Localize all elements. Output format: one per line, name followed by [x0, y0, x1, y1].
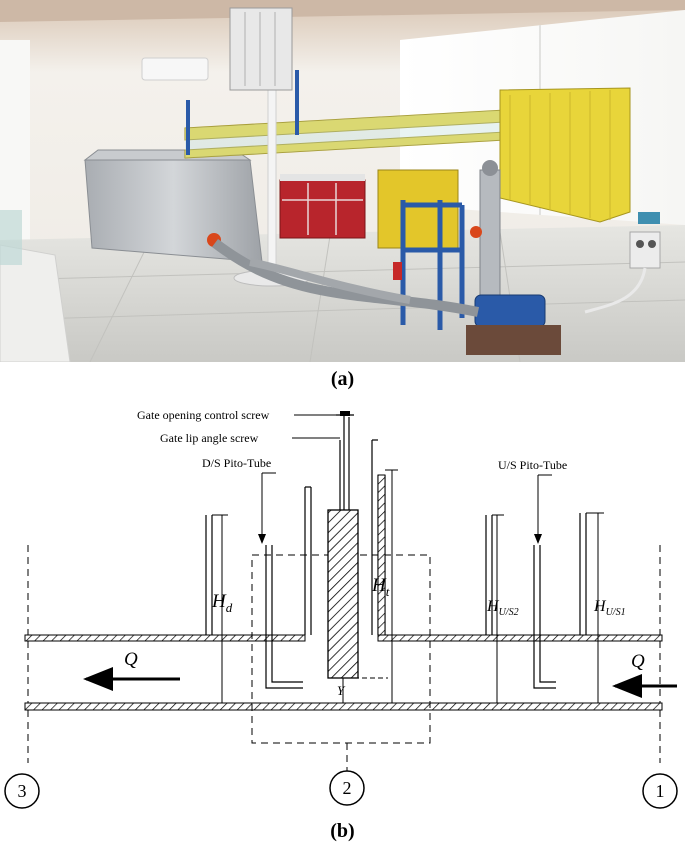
ds-pito-tube-label: D/S Pito-Tube: [202, 456, 271, 470]
gate-opening-screw-label: Gate opening control screw: [137, 408, 270, 422]
hus1-symbol: HU/S1: [593, 598, 626, 618]
section-2-marker: [329, 770, 365, 806]
gate-lip-screw-label: Gate lip angle screw: [160, 431, 259, 445]
gate-housing-right-hatch: [377, 474, 386, 636]
us-pito-tube-label: U/S Pito-Tube: [498, 458, 567, 472]
gate-opening-y: Y: [337, 683, 346, 698]
section-3-marker: [4, 773, 40, 809]
hd-symbol: Hd: [211, 591, 233, 615]
channel-top-wall-right: [377, 634, 663, 642]
section-1-marker: [642, 773, 678, 809]
section-1-label: 1: [656, 781, 665, 801]
section-2-label: 2: [343, 778, 352, 798]
section-3-label: 3: [18, 781, 27, 801]
hus2-symbol: HU/S2: [486, 598, 519, 618]
flow-q-right: Q: [631, 651, 645, 672]
sluice-gate: [327, 509, 359, 679]
caption-a: (a): [330, 368, 355, 390]
flume-photo: [0, 0, 685, 362]
caption-b: (b): [330, 820, 355, 842]
channel-top-wall-left: [24, 634, 306, 642]
flume-schematic: 3 2 1 Gate opening control screw Gate li…: [4, 408, 678, 809]
flow-q-left: Q: [124, 649, 138, 670]
channel-bed: [24, 702, 663, 711]
ht-symbol: Ht: [371, 575, 390, 599]
